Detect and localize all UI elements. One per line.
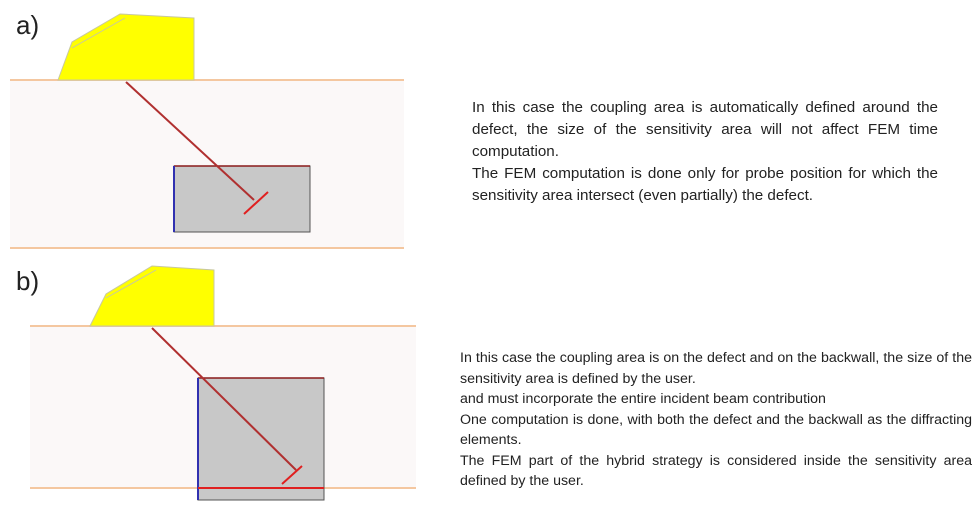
description-line: In this case the coupling area is on the… bbox=[460, 350, 972, 387]
diagram-canvas bbox=[10, 13, 416, 501]
description-line: The FEM computation is done only for pro… bbox=[472, 165, 938, 204]
coupling-area-b bbox=[197, 377, 325, 501]
panel-a-description: In this case the coupling area is automa… bbox=[472, 97, 938, 207]
description-line: The FEM part of the hybrid strategy is c… bbox=[460, 452, 972, 490]
defect-b bbox=[281, 465, 303, 485]
coupling-area-a bbox=[173, 165, 311, 233]
description-line: and must incorporate the entire incident… bbox=[460, 391, 826, 407]
panel-a-diagram bbox=[10, 13, 404, 249]
probe-b-ridge bbox=[105, 269, 157, 299]
beam-path-b bbox=[151, 327, 297, 471]
panel-b-description: In this case the coupling area is on the… bbox=[460, 348, 972, 492]
panel-b-label: b) bbox=[16, 266, 40, 296]
panel-a-label: a) bbox=[16, 10, 40, 40]
description-line: In this case the coupling area is automa… bbox=[472, 99, 938, 160]
panel-b-diagram bbox=[30, 265, 416, 501]
description-line: One computation is done, with both the d… bbox=[460, 411, 972, 449]
beam-path-a bbox=[125, 81, 255, 201]
probe-a-ridge bbox=[71, 17, 126, 49]
defect-a bbox=[243, 191, 269, 215]
probe-a bbox=[57, 13, 195, 81]
probe-b bbox=[89, 265, 215, 327]
